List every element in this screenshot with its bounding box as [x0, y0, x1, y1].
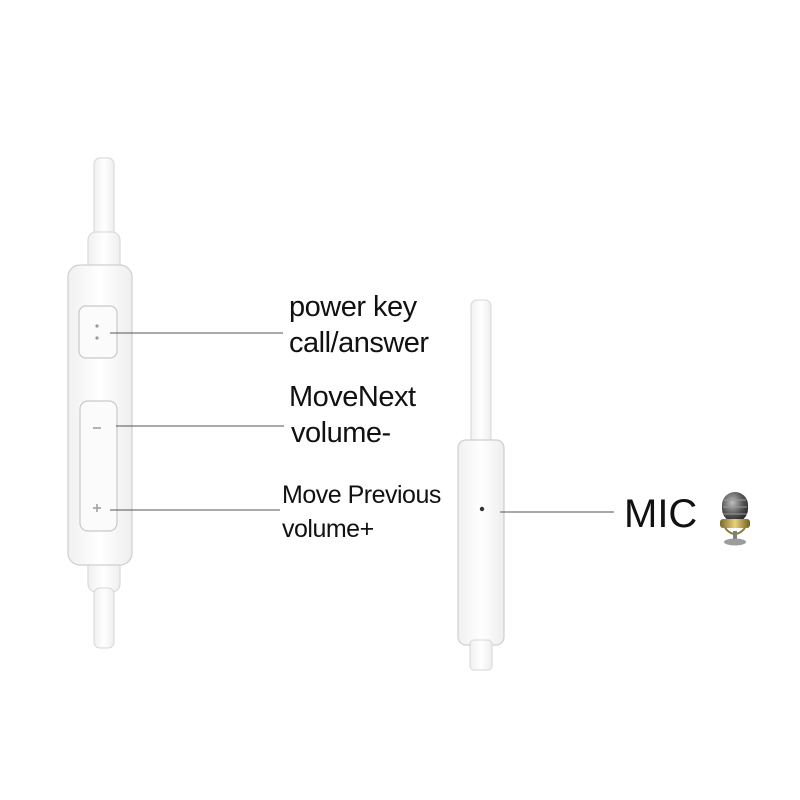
move-next-label: MoveNext — [289, 381, 416, 413]
leader-lines — [110, 332, 284, 511]
call-answer-label: call/answer — [289, 327, 429, 359]
mic-label: MIC — [624, 492, 698, 536]
power-key-button — [78, 305, 118, 359]
volume-up-label: volume+ — [282, 515, 374, 543]
mic-hole — [479, 506, 485, 512]
remote-body — [67, 264, 133, 566]
left-cable — [87, 157, 121, 649]
volume-down-label: volume- — [291, 417, 391, 449]
microphone-icon — [720, 492, 750, 546]
power-key-label: power key — [289, 291, 417, 323]
move-previous-label: Move Previous — [282, 481, 441, 509]
volume-rocker — [79, 400, 118, 532]
mic-cable — [457, 299, 614, 671]
